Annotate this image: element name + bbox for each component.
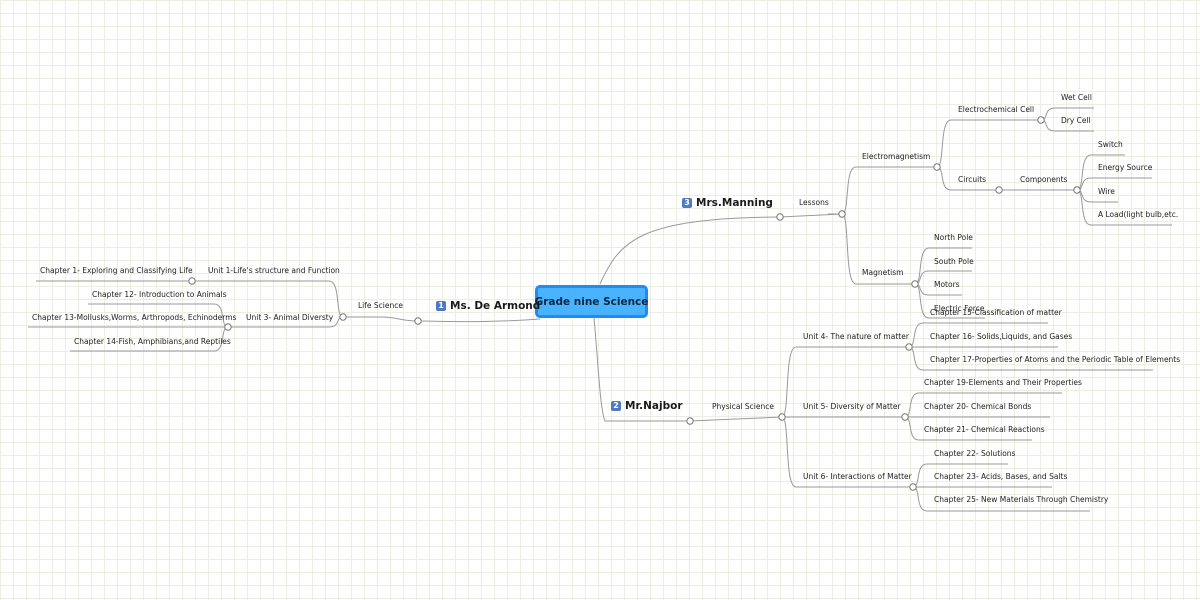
topic-chapter-25[interactable]: Chapter 25- New Materials Through Chemis… <box>934 495 1109 504</box>
teacher-manning[interactable]: 3 Mrs.Manning <box>682 196 773 210</box>
topic-chapter-22[interactable]: Chapter 22- Solutions <box>934 449 1016 458</box>
topic-electrochemical-cell[interactable]: Electrochemical Cell <box>958 105 1035 114</box>
collapse-toggle-icon[interactable] <box>1037 116 1045 124</box>
topic-electric-force[interactable]: Electric Force <box>934 304 985 313</box>
collapse-toggle-icon[interactable] <box>901 413 909 421</box>
collapse-toggle-icon[interactable] <box>414 317 422 325</box>
topic-energy-source[interactable]: Energy Source <box>1098 163 1153 172</box>
root-to-de-armond <box>419 318 541 323</box>
priority-3-icon: 3 <box>682 198 692 208</box>
collapse-toggle-icon[interactable] <box>905 343 913 351</box>
topic-south-pole[interactable]: South Pole <box>934 257 974 266</box>
topic-chapter-14[interactable]: Chapter 14-Fish, Amphibians,and Reptiles <box>74 337 231 346</box>
em-to-electrochem <box>936 119 1041 168</box>
teacher-name: Mr.Najbor <box>625 400 683 412</box>
collapse-toggle-icon[interactable] <box>778 413 786 421</box>
collapse-toggle-icon[interactable] <box>911 280 919 288</box>
collapse-toggle-icon[interactable] <box>224 323 232 331</box>
topic-switch[interactable]: Switch <box>1098 140 1123 149</box>
collapse-toggle-icon[interactable] <box>838 210 846 218</box>
topic-chapter-21[interactable]: Chapter 21- Chemical Reactions <box>924 425 1045 434</box>
priority-2-icon: 2 <box>611 401 621 411</box>
topic-chapter-23[interactable]: Chapter 23- Acids, Bases, and Salts <box>934 472 1068 481</box>
topic-unit-1[interactable]: Unit 1-Life's structure and Function <box>208 266 340 275</box>
collapse-toggle-icon[interactable] <box>339 313 347 321</box>
root-to-najbor <box>593 317 690 422</box>
topic-chapter-13[interactable]: Chapter 13-Mollusks,Worms, Arthropods, E… <box>32 313 237 322</box>
collapse-toggle-icon[interactable] <box>995 186 1003 194</box>
teacher-name: Ms. De Armond <box>450 300 541 312</box>
topic-life-science[interactable]: Life Science <box>358 301 403 310</box>
topic-wet-cell[interactable]: Wet Cell <box>1061 93 1092 102</box>
collapse-toggle-icon[interactable] <box>933 163 941 171</box>
topic-lessons[interactable]: Lessons <box>799 198 829 207</box>
topic-magnetism[interactable]: Magnetism <box>862 268 904 277</box>
de-armond-to-life-science <box>343 316 419 322</box>
topic-electromagnetism[interactable]: Electromagnetism <box>862 152 931 161</box>
topic-chapter-12[interactable]: Chapter 12- Introduction to Animals <box>92 290 227 299</box>
topic-load[interactable]: A Load(light bulb,etc. <box>1098 210 1179 219</box>
root-topic-label: Grade nine Science <box>534 295 649 308</box>
root-topic[interactable]: Grade nine Science <box>535 285 648 318</box>
najbor-to-physical <box>689 416 783 422</box>
topic-unit-3[interactable]: Unit 3- Animal Diversty <box>246 313 334 322</box>
topic-chapter-17[interactable]: Chapter 17-Properties of Atoms and the P… <box>930 355 1181 364</box>
collapse-toggle-icon[interactable] <box>1073 186 1081 194</box>
topic-chapter-20[interactable]: Chapter 20- Chemical Bonds <box>924 402 1032 411</box>
topic-components[interactable]: Components <box>1020 175 1068 184</box>
teacher-name: Mrs.Manning <box>696 197 773 209</box>
topic-chapter-1[interactable]: Chapter 1- Exploring and Classifying Lif… <box>40 266 193 275</box>
topic-unit-4[interactable]: Unit 4- The nature of matter <box>803 332 909 341</box>
topic-north-pole[interactable]: North Pole <box>934 233 973 242</box>
topic-circuits[interactable]: Circuits <box>958 175 987 184</box>
topic-motors[interactable]: Motors <box>934 280 960 289</box>
topic-wire[interactable]: Wire <box>1098 187 1115 196</box>
topic-chapter-15[interactable]: Chapter 15-Classification of matter <box>930 308 1062 317</box>
topic-unit-5[interactable]: Unit 5- Diversity of Matter <box>803 402 901 411</box>
root-to-manning <box>599 216 781 285</box>
collapse-toggle-icon[interactable] <box>686 417 694 425</box>
topic-chapter-16[interactable]: Chapter 16- Solids,Liquids, and Gases <box>930 332 1073 341</box>
topic-physical-science[interactable]: Physical Science <box>712 402 774 411</box>
collapse-toggle-icon[interactable] <box>776 213 784 221</box>
priority-1-icon: 1 <box>436 301 446 311</box>
collapse-toggle-icon[interactable] <box>909 483 917 491</box>
lessons-to-electromagnetism <box>841 166 937 215</box>
collapse-toggle-icon[interactable] <box>188 277 196 285</box>
topic-dry-cell[interactable]: Dry Cell <box>1061 116 1091 125</box>
topic-unit-6[interactable]: Unit 6- Interactions of Matter <box>803 472 912 481</box>
teacher-de-armond[interactable]: 1 Ms. De Armond <box>436 299 540 313</box>
topic-chapter-19[interactable]: Chapter 19-Elements and Their Properties <box>924 378 1082 387</box>
teacher-najbor[interactable]: 2 Mr.Najbor <box>611 399 683 413</box>
